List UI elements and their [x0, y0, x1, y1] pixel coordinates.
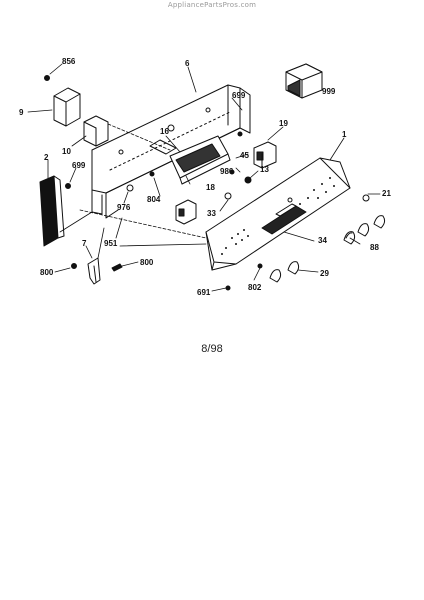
label-16: 16 [160, 127, 169, 136]
label-88: 88 [370, 243, 379, 252]
relay-19 [253, 141, 277, 169]
label-13: 13 [260, 165, 269, 174]
label-45: 45 [240, 151, 249, 160]
label-1: 1 [342, 130, 347, 139]
relay-lower [175, 199, 197, 225]
label-986: 986 [220, 167, 234, 176]
bracket-10 [83, 115, 109, 147]
control-board [169, 135, 231, 185]
label-856: 856 [62, 57, 76, 66]
label-34: 34 [318, 236, 327, 245]
label-18: 18 [206, 183, 215, 192]
label-21: 21 [382, 189, 391, 198]
label-29: 29 [320, 269, 329, 278]
page-date: 8/98 [201, 343, 223, 355]
label-800-right: 800 [140, 258, 154, 267]
label-7: 7 [82, 239, 87, 248]
label-6: 6 [185, 59, 190, 68]
leader-lines [27, 63, 381, 292]
part-labels: 856 6 999 699 9 16 19 1 10 45 986 13 2 6… [19, 57, 391, 297]
bracket-9 [53, 87, 81, 127]
label-19: 19 [279, 119, 288, 128]
label-800-left: 800 [40, 268, 54, 277]
label-999: 999 [322, 87, 336, 96]
watermark-text: AppliancePartsPros.com [167, 1, 257, 9]
control-panel-1 [205, 157, 351, 271]
knobs [269, 215, 386, 283]
label-2: 2 [44, 153, 49, 162]
label-976: 976 [117, 203, 131, 212]
leg-bracket-7 [87, 257, 101, 285]
label-33: 33 [207, 209, 216, 218]
label-699-left: 699 [72, 161, 86, 170]
end-cap-2 [39, 175, 65, 247]
label-951: 951 [104, 239, 118, 248]
fasteners [44, 75, 370, 291]
label-804: 804 [147, 195, 161, 204]
label-802: 802 [248, 283, 262, 292]
label-699-top: 699 [232, 91, 246, 100]
label-691: 691 [197, 288, 211, 297]
label-10: 10 [62, 147, 71, 156]
label-9: 9 [19, 108, 24, 117]
part-999-box [285, 63, 323, 99]
